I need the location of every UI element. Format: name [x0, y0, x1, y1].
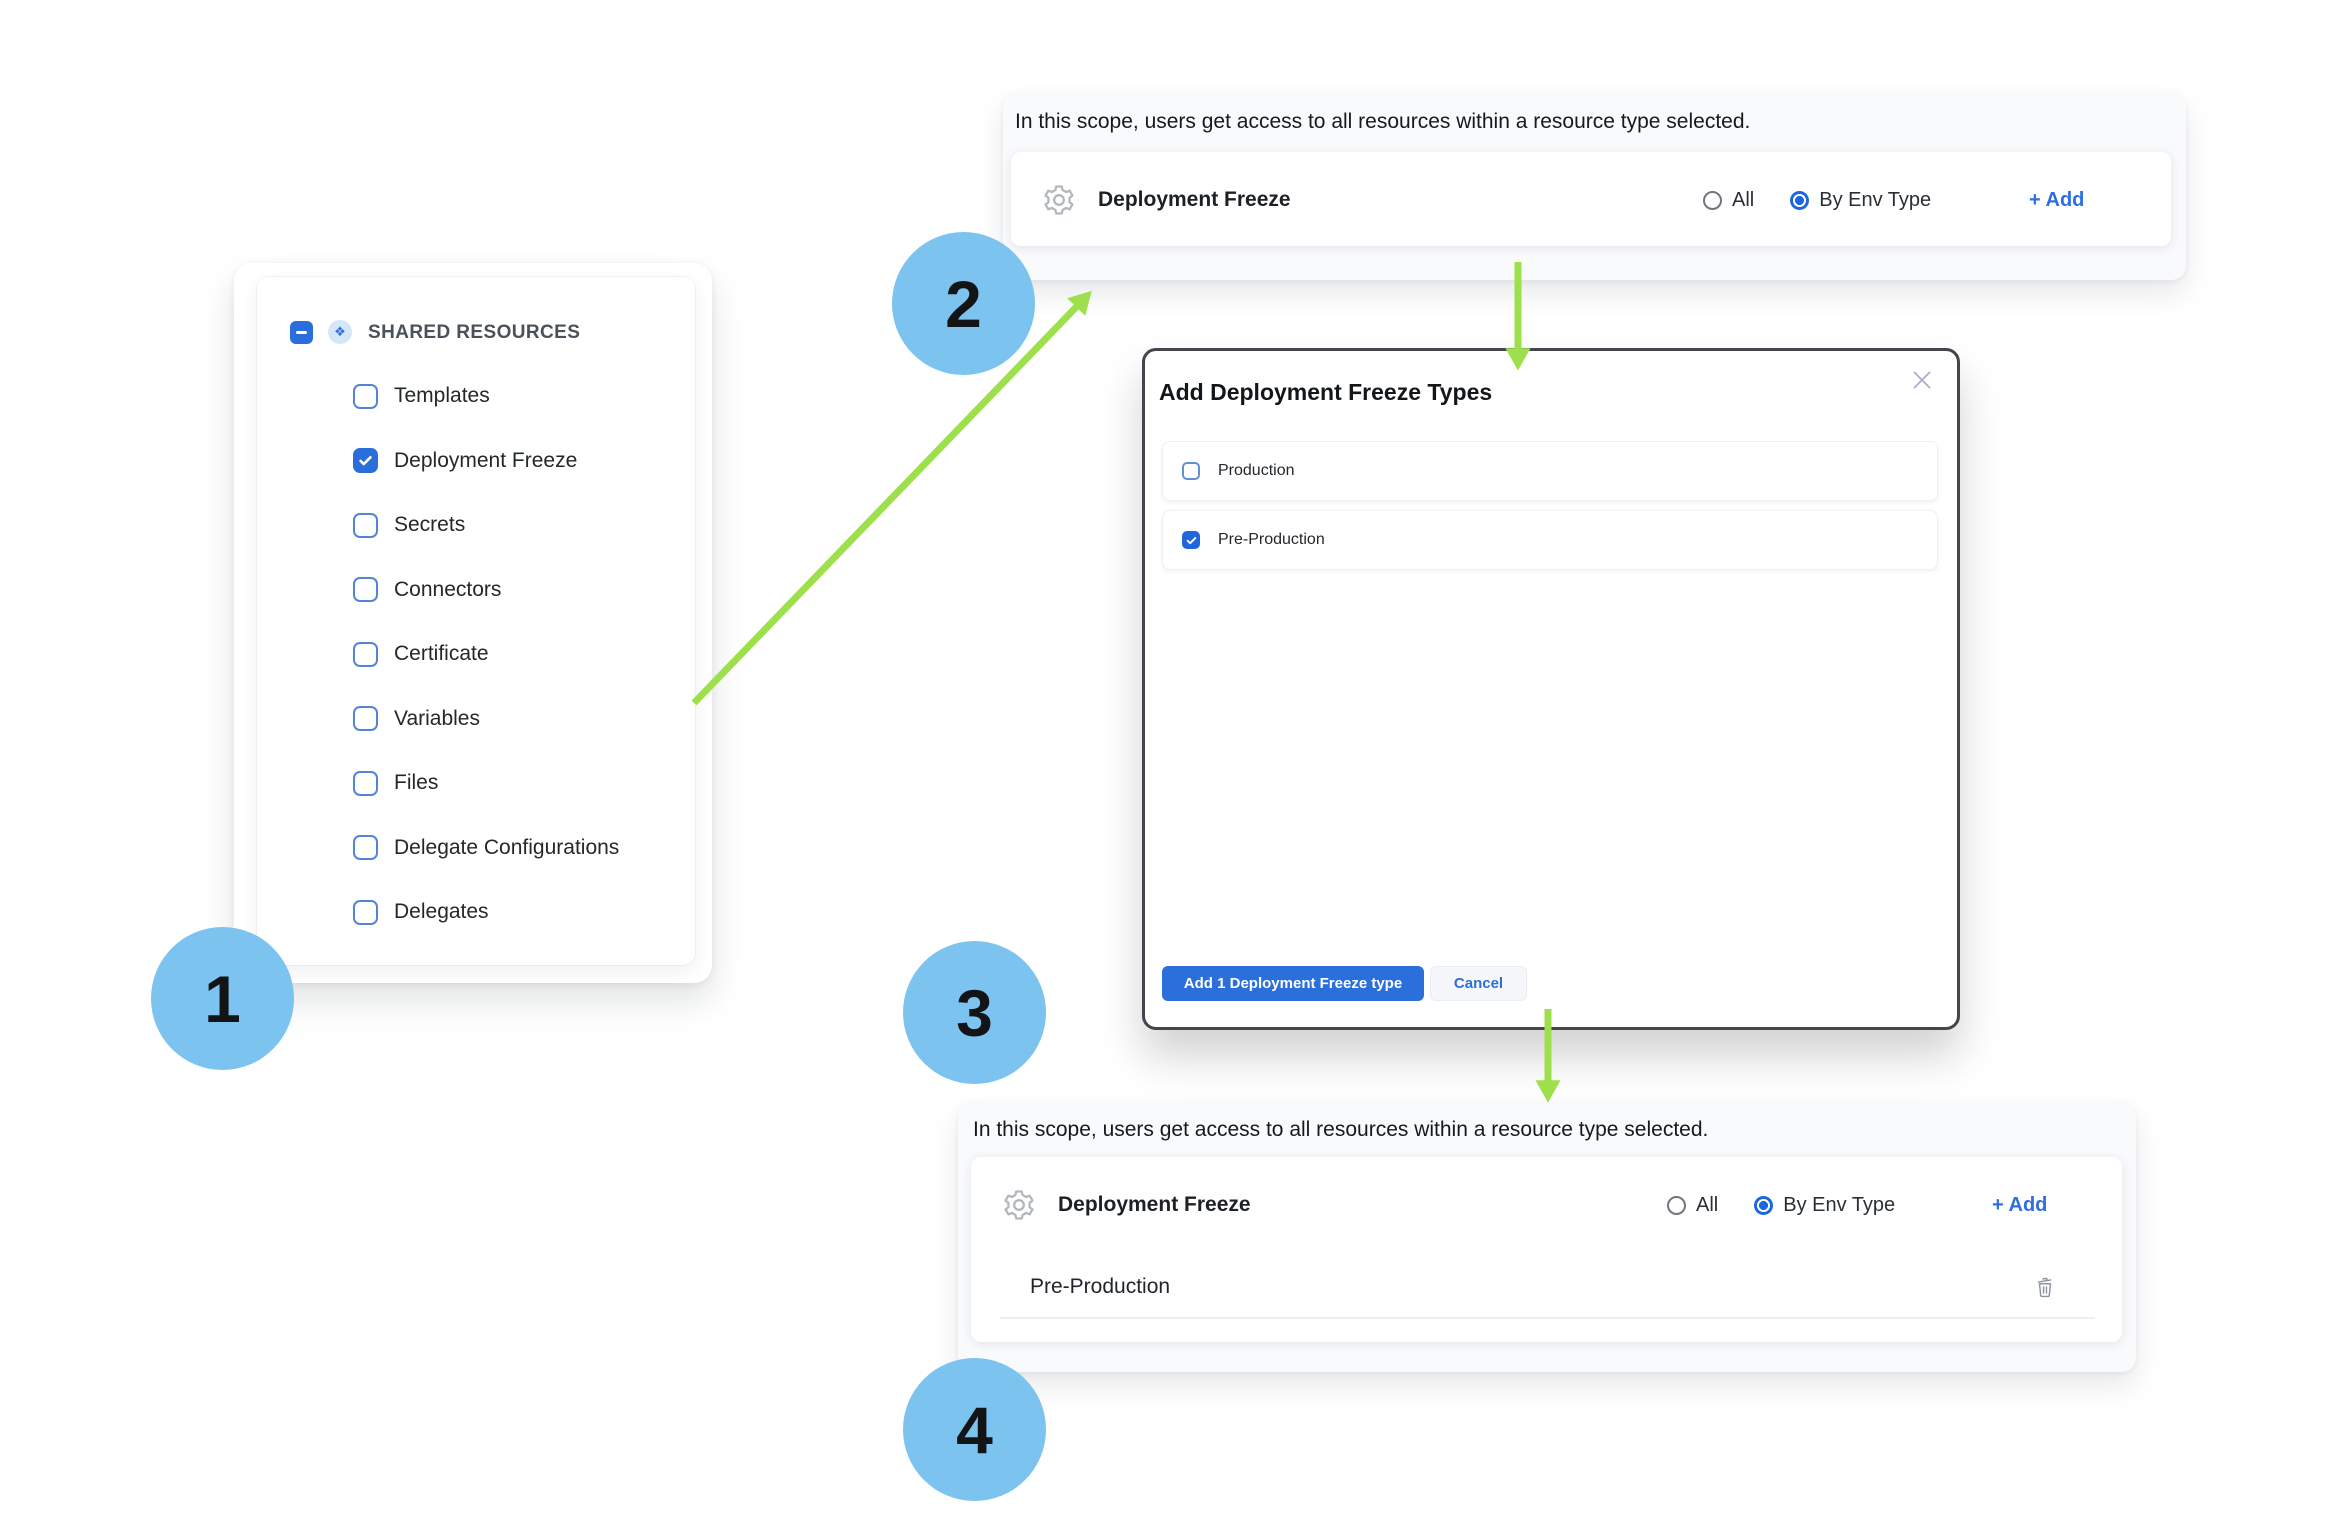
radio-label: By Env Type	[1819, 188, 1932, 211]
checkbox-icon[interactable]	[353, 448, 378, 474]
trash-icon[interactable]	[2034, 1274, 2056, 1300]
resource-type-name: Deployment Freeze	[1098, 188, 1291, 211]
resource-checkbox-item[interactable]: Delegate Configurations	[353, 816, 695, 881]
resource-type-name: Deployment Freeze	[1058, 1193, 1251, 1216]
access-scope-radio-group: All By Env Type	[1667, 1157, 1895, 1253]
checkbox-icon[interactable]	[1182, 531, 1200, 549]
resource-checkbox-item[interactable]: Secrets	[353, 493, 695, 558]
radio-icon[interactable]	[1754, 1195, 1774, 1215]
env-type-label: Production	[1218, 462, 1295, 479]
add-link[interactable]: + Add	[1992, 1193, 2048, 1216]
radio-label: By Env Type	[1783, 1193, 1896, 1216]
step-number: 1	[204, 961, 241, 1036]
env-type-row: Pre-Production	[1000, 1257, 2095, 1319]
env-type-option-row[interactable]: Pre-Production	[1162, 510, 1938, 570]
checkbox-icon[interactable]	[353, 835, 378, 861]
checkbox-icon[interactable]	[353, 706, 378, 732]
scope-description: In this scope, users get access to all r…	[1015, 110, 1751, 133]
shared-resources-icon: ❖	[328, 320, 352, 344]
check-icon	[1186, 536, 1196, 544]
deployment-freeze-row: Deployment Freeze All By Env Type	[1011, 152, 2171, 248]
resource-label: Files	[394, 771, 439, 795]
step-number: 4	[956, 1392, 993, 1467]
resource-checkbox-item[interactable]: Deployment Freeze	[353, 429, 695, 494]
gear-icon	[1044, 185, 1074, 215]
radio-label: All	[1696, 1193, 1719, 1216]
checkbox-icon[interactable]	[353, 577, 378, 603]
radio-icon[interactable]	[1790, 190, 1810, 210]
step-badge-4: 4	[903, 1358, 1046, 1501]
scope-description: In this scope, users get access to all r…	[973, 1118, 1709, 1141]
shared-resources-card: ❖ SHARED RESOURCES Templates	[257, 277, 695, 965]
modal-title: Add Deployment Freeze Types	[1159, 379, 1493, 405]
resource-label: Connectors	[394, 577, 502, 601]
shared-resources-title: SHARED RESOURCES	[368, 322, 581, 343]
resource-checkbox-item[interactable]: Templates	[353, 364, 695, 429]
checkbox-icon[interactable]	[353, 512, 378, 538]
resource-checkbox-item[interactable]: Variables	[353, 687, 695, 752]
radio-option[interactable]: By Env Type	[1754, 1194, 1895, 1217]
step-number: 3	[956, 975, 993, 1050]
checkbox-icon[interactable]	[353, 383, 378, 409]
step-number: 2	[945, 266, 982, 341]
radio-option[interactable]: By Env Type	[1790, 189, 1931, 212]
gear-icon	[1004, 1190, 1034, 1220]
selected-env-types: Pre-Production	[1000, 1257, 2095, 1319]
close-icon[interactable]	[1909, 367, 1935, 393]
deployment-freeze-row: Deployment Freeze All By Env Type	[971, 1157, 2122, 1253]
resource-checkbox-item[interactable]: Files	[353, 751, 695, 816]
cancel-button[interactable]: Cancel	[1430, 966, 1527, 1001]
radio-option[interactable]: All	[1703, 189, 1754, 212]
check-icon	[359, 456, 372, 466]
scope-panel-step4: In this scope, users get access to all r…	[958, 1102, 2136, 1372]
resource-label: Delegate Configurations	[394, 835, 620, 859]
resource-type-card: Deployment Freeze All By Env Type	[971, 1157, 2122, 1342]
radio-icon[interactable]	[1703, 190, 1722, 210]
radio-label: All	[1732, 188, 1755, 211]
radio-icon[interactable]	[1667, 1195, 1686, 1215]
resource-checkbox-item[interactable]: Connectors	[353, 558, 695, 623]
checkbox-icon[interactable]	[1182, 462, 1200, 480]
add-link[interactable]: + Add	[2029, 188, 2085, 211]
scope-panel-step2: In this scope, users get access to all r…	[1003, 92, 2186, 280]
env-type-label: Pre-Production	[1218, 531, 1325, 548]
resource-checkbox-item[interactable]: Delegates	[353, 880, 695, 945]
resource-type-card: Deployment Freeze All By Env Type	[1011, 152, 2171, 246]
step-badge-3: 3	[903, 941, 1046, 1084]
resource-label: Delegates	[394, 900, 489, 924]
checkbox-icon[interactable]	[353, 641, 378, 667]
shared-resources-header: ❖ SHARED RESOURCES	[257, 317, 695, 349]
access-scope-radio-group: All By Env Type	[1703, 152, 1931, 248]
resource-label: Secrets	[394, 513, 466, 537]
checkbox-icon[interactable]	[353, 770, 378, 796]
resource-label: Deployment Freeze	[394, 448, 578, 472]
env-type-label: Pre-Production	[1030, 1275, 1171, 1298]
resource-label: Variables	[394, 706, 480, 730]
env-type-option-row[interactable]: Production	[1162, 441, 1938, 501]
step-badge-2: 2	[892, 232, 1035, 375]
add-deployment-freeze-modal: Add Deployment Freeze Types Production	[1142, 348, 1960, 1030]
indeterminate-checkbox-icon[interactable]	[290, 321, 313, 344]
checkbox-icon[interactable]	[353, 899, 378, 925]
radio-option[interactable]: All	[1667, 1194, 1718, 1217]
env-type-options: Production Pre-Production	[1162, 441, 1938, 570]
shared-resources-panel: ❖ SHARED RESOURCES Templates	[234, 263, 712, 983]
arrow-step1-to-step2	[691, 290, 1092, 706]
resource-checkbox-item[interactable]: Certificate	[353, 622, 695, 687]
resource-label: Certificate	[394, 642, 489, 666]
resource-type-list: Templates Deployment Freeze	[353, 364, 695, 945]
add-deployment-freeze-button[interactable]: Add 1 Deployment Freeze type	[1162, 966, 1424, 1001]
step-badge-1: 1	[151, 927, 294, 1070]
resource-label: Templates	[394, 384, 490, 408]
